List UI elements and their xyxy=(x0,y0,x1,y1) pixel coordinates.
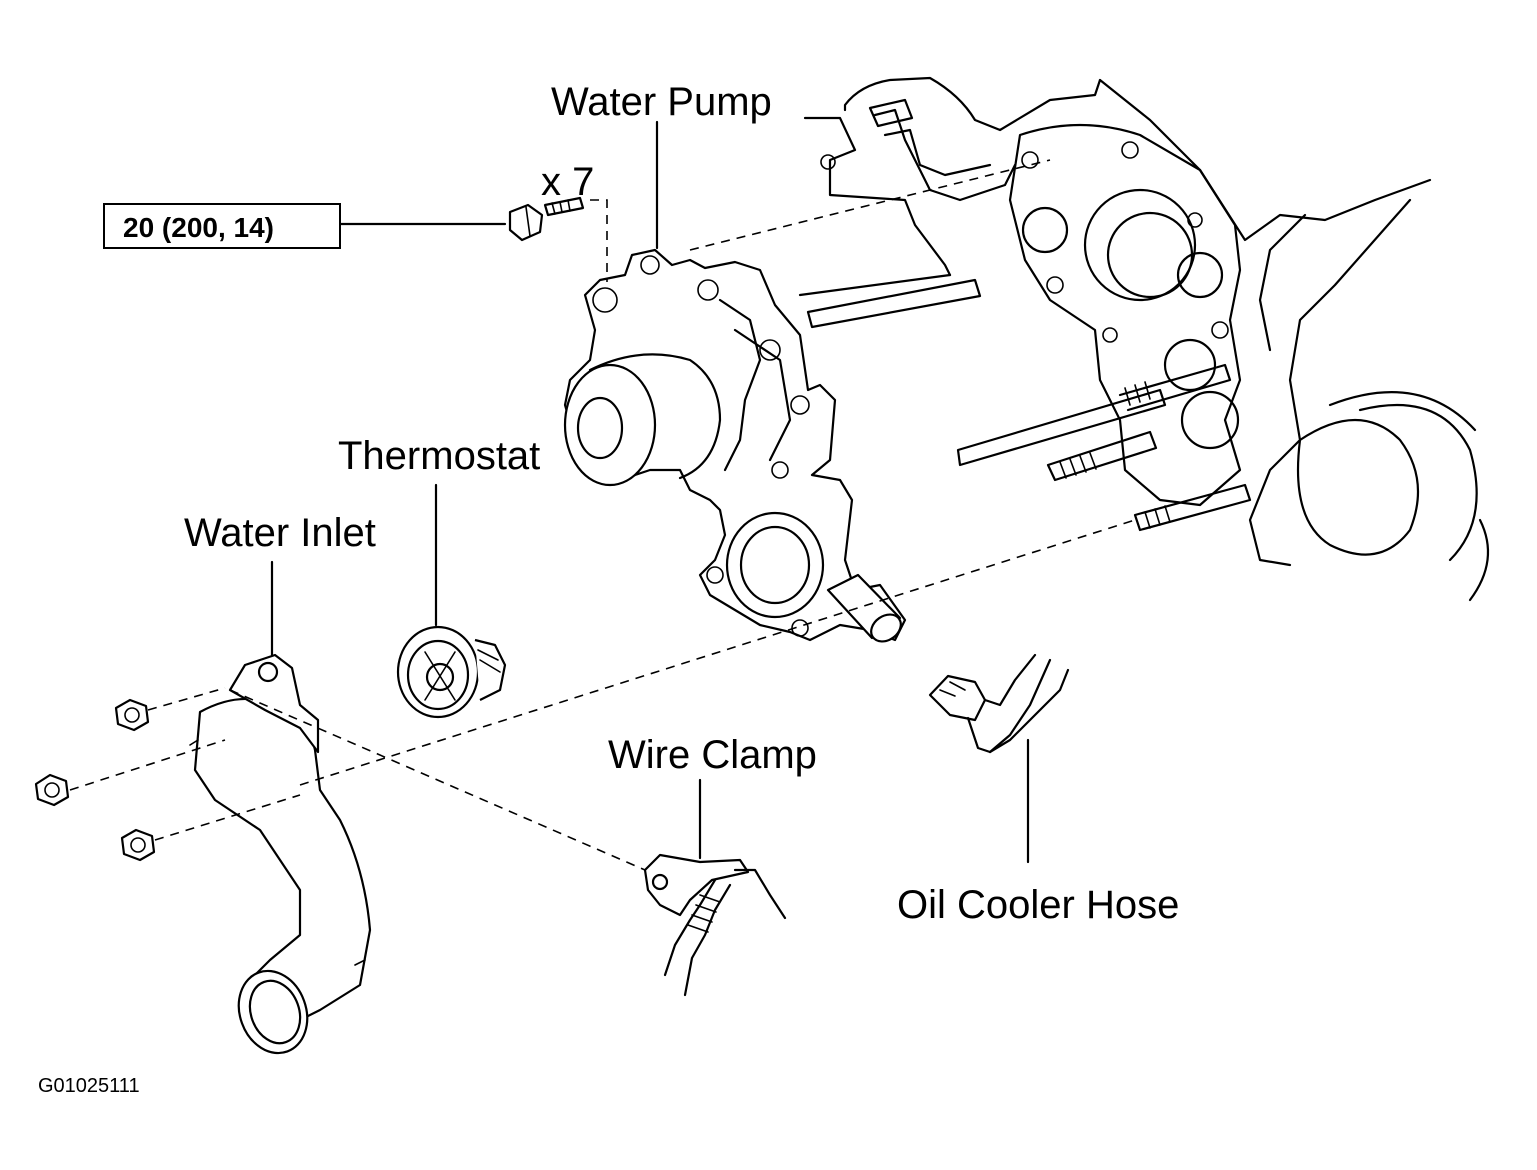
water-inlet-drawing xyxy=(189,653,372,1055)
wire-clamp-drawing xyxy=(643,853,787,997)
quantity-label: x 7 xyxy=(541,160,595,204)
water-inlet-label: Water Inlet xyxy=(184,511,376,555)
wire-clamp-label: Wire Clamp xyxy=(608,733,817,777)
water-pump-label: Water Pump xyxy=(551,80,772,124)
thermostat-label: Thermostat xyxy=(338,434,541,478)
water-pump-drawing xyxy=(563,248,907,643)
oil-cooler-hose-drawing xyxy=(928,653,1070,754)
figure-code: G01025111 xyxy=(38,1075,140,1097)
engine-block xyxy=(798,76,1490,602)
thermostat-drawing xyxy=(396,625,507,719)
alignment-lines xyxy=(69,159,1136,871)
leader-lines xyxy=(270,120,1030,864)
oil-cooler-hose-label: Oil Cooler Hose xyxy=(897,883,1180,927)
torque-spec-box: 20 (200, 14) xyxy=(103,203,341,249)
nuts-drawing xyxy=(34,698,156,862)
bolt-drawing xyxy=(508,196,585,242)
